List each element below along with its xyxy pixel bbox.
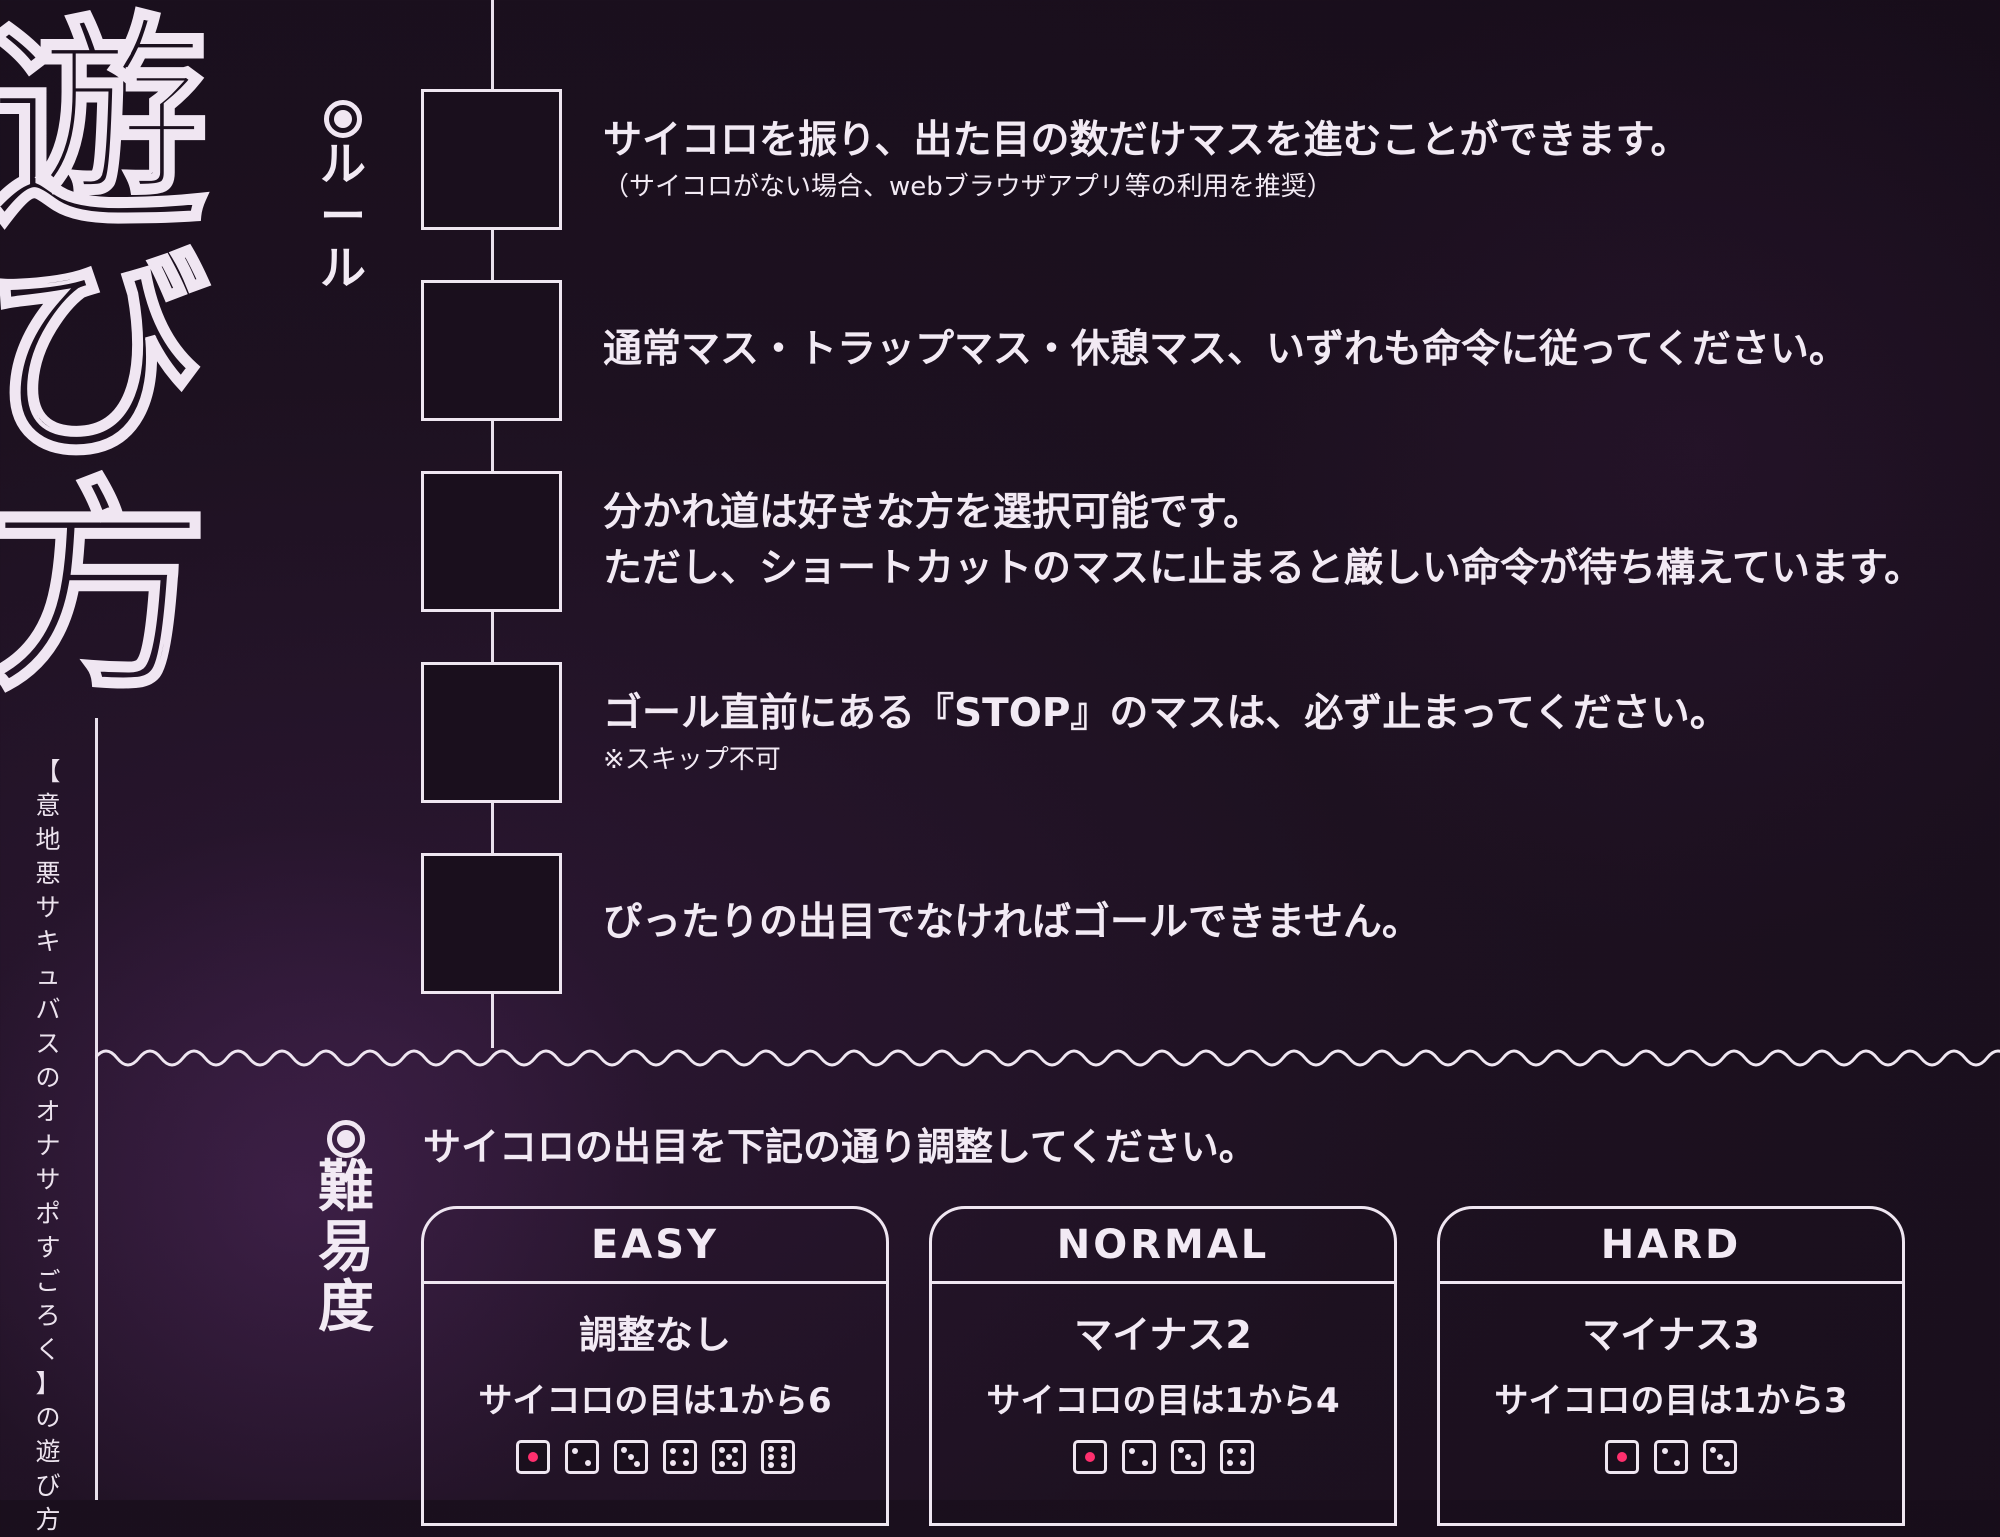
rule-text: ゴール直前にある『STOP』のマスは、必ず止まってください。 bbox=[603, 690, 1729, 736]
subtitle-char: バ bbox=[35, 995, 61, 1024]
subtitle-char: キ bbox=[35, 927, 61, 956]
title-char: 方 bbox=[0, 459, 212, 721]
die-face-1-icon bbox=[515, 1440, 550, 1474]
die-face-5-icon bbox=[711, 1440, 746, 1474]
difficulty-modifier: マイナス3 bbox=[1582, 1313, 1760, 1357]
subtitle-char: ス bbox=[35, 1029, 61, 1058]
rule-step-box bbox=[421, 853, 562, 994]
die-face-4-icon bbox=[662, 1440, 697, 1474]
subtitle-char: 方 bbox=[35, 1505, 61, 1534]
subtitle-char: 意 bbox=[35, 791, 61, 820]
rule-item: サイコロを振り、出た目の数だけマスを進むことができます。 （サイコロがない場合、w… bbox=[603, 113, 1690, 205]
subtitle-char: す bbox=[35, 1233, 61, 1262]
subtitle-char: 悪 bbox=[35, 859, 61, 888]
double-circle-icon bbox=[324, 100, 362, 138]
heading-char: 易 bbox=[318, 1215, 374, 1280]
title-char: び bbox=[0, 227, 212, 489]
difficulty-modifier: マイナス2 bbox=[1074, 1313, 1252, 1357]
vertical-subtitle: 【意地悪サキュバスのオナサポすごろく】の遊び方 bbox=[28, 755, 68, 1537]
subtitle-char: 【 bbox=[35, 757, 61, 786]
rule-step-box bbox=[421, 471, 562, 612]
die-face-6-icon bbox=[760, 1440, 795, 1474]
difficulty-intro: サイコロの出目を下記の通り調整してください。 bbox=[423, 1125, 1257, 1169]
rule-item: 分かれ道は好きな方を選択可能です。ただし、ショートカットのマスに止まると厳しい命… bbox=[603, 485, 1923, 597]
wavy-divider bbox=[95, 1049, 2000, 1067]
subtitle-char: サ bbox=[35, 1165, 61, 1194]
title-divider-line bbox=[95, 718, 98, 1500]
die-face-3-icon bbox=[613, 1440, 648, 1474]
subtitle-char: ろ bbox=[35, 1301, 61, 1330]
difficulty-name: NORMAL bbox=[932, 1209, 1394, 1284]
die-face-2-icon bbox=[564, 1440, 599, 1474]
rule-text: 通常マス・トラップマス・休憩マス、いずれも命令に従ってください。 bbox=[603, 327, 1848, 372]
subtitle-char: ュ bbox=[35, 961, 61, 990]
subtitle-char: 遊 bbox=[35, 1437, 61, 1466]
subtitle-char: の bbox=[35, 1063, 61, 1092]
page-title: 遊 び 方 bbox=[0, 0, 212, 721]
die-face-2-icon bbox=[1654, 1440, 1688, 1474]
difficulty-card-normal: NORMAL マイナス2 サイコロの目は1から4 bbox=[929, 1206, 1397, 1526]
subtitle-char: オ bbox=[35, 1097, 61, 1126]
rule-text: ただし、ショートカットのマスに止まると厳しい命令が待ち構えています。 bbox=[603, 546, 1924, 591]
die-face-3-icon bbox=[1170, 1440, 1205, 1474]
heading-char: 度 bbox=[318, 1275, 374, 1340]
difficulty-modifier: 調整なし bbox=[578, 1313, 731, 1357]
difficulty-heading: 難 易 度 bbox=[318, 1120, 374, 1338]
double-circle-icon bbox=[327, 1120, 365, 1158]
die-face-1-icon bbox=[1605, 1440, 1639, 1474]
subtitle-char: び bbox=[35, 1471, 61, 1500]
die-face-4-icon bbox=[1219, 1440, 1254, 1474]
rule-note: ※スキップ不可 bbox=[603, 744, 781, 775]
difficulty-card-easy: EASY 調整なしサイコロの目は1から6 bbox=[421, 1206, 889, 1526]
die-face-2-icon bbox=[1121, 1440, 1156, 1474]
die-face-1-icon bbox=[1072, 1440, 1107, 1474]
rule-item: ゴール直前にある『STOP』のマスは、必ず止まってください。 ※スキップ不可 bbox=[603, 686, 1729, 778]
difficulty-name: HARD bbox=[1440, 1209, 1902, 1284]
subtitle-char: 地 bbox=[35, 825, 61, 854]
heading-char: ル bbox=[320, 137, 366, 191]
dice-range: サイコロの目は1から4 bbox=[986, 1381, 1340, 1421]
rule-text: 分かれ道は好きな方を選択可能です。 bbox=[603, 490, 1263, 535]
heading-char: ー bbox=[320, 189, 366, 243]
subtitle-char: ご bbox=[35, 1267, 61, 1296]
dice-range: サイコロの目は1から6 bbox=[478, 1381, 832, 1421]
rule-step-box bbox=[421, 280, 562, 421]
difficulty-name: EASY bbox=[424, 1209, 886, 1284]
subtitle-char: 】 bbox=[35, 1369, 61, 1398]
subtitle-char: ナ bbox=[35, 1131, 61, 1160]
rule-text: ぴったりの出目でなければゴールできません。 bbox=[603, 900, 1421, 945]
subtitle-char: く bbox=[35, 1335, 61, 1364]
dice-row bbox=[424, 1440, 886, 1474]
rule-note: （サイコロがない場合、webブラウザアプリ等の利用を推奨） bbox=[603, 171, 1333, 202]
subtitle-char: ポ bbox=[35, 1199, 61, 1228]
subtitle-char: の bbox=[35, 1403, 61, 1432]
title-char: 遊 bbox=[0, 0, 212, 257]
rules-heading: ル ー ル bbox=[320, 100, 366, 294]
dice-row bbox=[1440, 1440, 1902, 1474]
subtitle-char: サ bbox=[35, 893, 61, 922]
dice-range: サイコロの目は1から3 bbox=[1494, 1381, 1848, 1421]
die-face-3-icon bbox=[1703, 1440, 1737, 1474]
heading-char: 難 bbox=[318, 1155, 374, 1220]
rule-item: ぴったりの出目でなければゴールできません。 bbox=[603, 895, 1421, 951]
dice-row bbox=[932, 1440, 1394, 1474]
rule-text: サイコロを振り、出た目の数だけマスを進むことができます。 bbox=[603, 117, 1690, 163]
rule-step-box bbox=[421, 89, 562, 230]
heading-char: ル bbox=[320, 241, 366, 295]
rule-item: 通常マス・トラップマス・休憩マス、いずれも命令に従ってください。 bbox=[603, 322, 1848, 378]
difficulty-card-hard: HARD マイナス3 サイコロの目は1から3 bbox=[1437, 1206, 1905, 1526]
rule-step-box bbox=[421, 662, 562, 803]
